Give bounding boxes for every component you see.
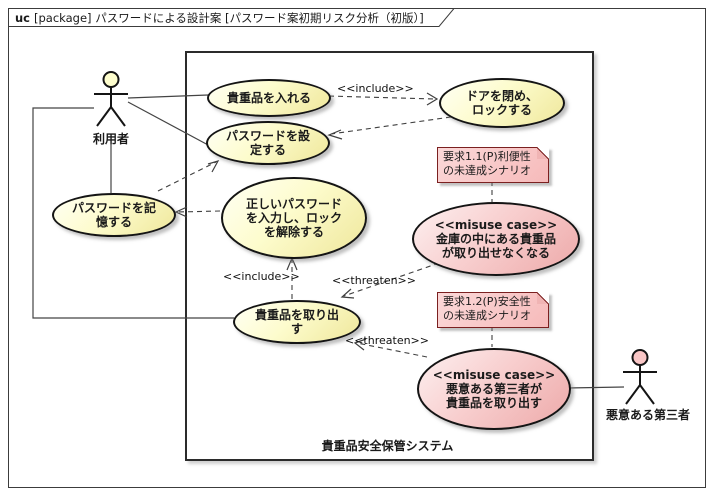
usecase-store-valuables: 貴重品を入れる <box>207 79 331 117</box>
note-safety-scenario: 要求1.2(P)安全性 の未達成シナリオ <box>437 292 549 328</box>
dep-store-closelock <box>328 95 435 100</box>
usecase-set-password: パスワードを設 定する <box>206 121 330 165</box>
diagram-keyword: uc <box>15 11 31 25</box>
usecase-memorize-password: パスワードを記 憶する <box>52 193 176 237</box>
assoc-user-setpassword <box>127 101 211 147</box>
edge-label-threaten-2: <<threaten>> <box>345 334 429 347</box>
dep-cannottakeout-takeout <box>343 262 440 297</box>
actor-user-icon <box>94 71 128 127</box>
arrowhead <box>327 129 343 140</box>
actor-user-label: 利用者 <box>92 132 129 146</box>
assoc-user-takeout <box>32 107 234 319</box>
note-text: 要求1.1(P)利便性 の未達成シナリオ <box>443 150 531 178</box>
misusecase-third-party-theft: <<misuse case>>悪意ある第三者が 貴重品を取り出す <box>417 348 571 430</box>
misusecase-label: 金庫の中にある貴重品 が取り出せなくなる <box>435 231 556 261</box>
dep-theft-takeout <box>356 342 428 358</box>
arrowhead <box>207 160 220 173</box>
dep-enterpassword-memorize <box>177 210 221 213</box>
actor-attacker-label: 悪意ある第三者 <box>605 408 690 422</box>
arrowhead <box>340 288 355 299</box>
system-boundary-label: 貴重品安全保管システム <box>321 439 454 453</box>
note-text: 要求1.2(P)安全性 の未達成シナリオ <box>443 295 531 323</box>
misusecase-text: <<misuse case>>金庫の中にある貴重品 が取り出せなくなる <box>435 218 557 260</box>
misusecase-stereotype: <<misuse case>> <box>432 367 556 382</box>
usecase-label: パスワードを設 定する <box>225 128 310 157</box>
note-usability-scenario: 要求1.1(P)利便性 の未達成シナリオ <box>437 147 549 183</box>
title-tab-shape <box>8 8 456 27</box>
assoc-theft-attacker <box>566 386 625 389</box>
usecase-label: ドアを閉め、 ロックする <box>465 88 538 117</box>
misusecase-text: <<misuse case>>悪意ある第三者が 貴重品を取り出す <box>433 368 555 410</box>
usecase-close-lock-door: ドアを閉め、 ロックする <box>439 78 565 128</box>
misusecase-label: 悪意ある第三者が 貴重品を取り出す <box>445 381 542 411</box>
usecase-label: 貴重品を取り出 す <box>254 307 339 336</box>
dep-closelock-setpassword <box>330 116 452 135</box>
actor-attacker-icon <box>623 349 657 405</box>
arrowhead <box>426 92 439 106</box>
assoc-user-store <box>127 94 209 99</box>
diagram-title: uc[package] パスワードによる設計案 [パスワード案初期リスク分析（初… <box>15 10 424 26</box>
misusecase-cannot-take-out: <<misuse case>>金庫の中にある貴重品 が取り出せなくなる <box>412 202 580 276</box>
edge-label-include-2: <<include>> <box>223 270 300 283</box>
usecase-enter-password-unlock: 正しいパスワード を入力し、ロック を解除する <box>221 177 367 259</box>
usecase-label: 正しいパスワード を入力し、ロック を解除する <box>245 196 342 240</box>
usecase-take-out-valuables: 貴重品を取り出 す <box>233 300 361 344</box>
diagram-title-text: [package] パスワードによる設計案 [パスワード案初期リスク分析（初版）… <box>34 11 424 25</box>
misusecase-stereotype: <<misuse case>> <box>434 217 558 232</box>
usecase-label: 貴重品を入れる <box>226 90 311 105</box>
edge-label-include-1: <<include>> <box>337 82 414 95</box>
arrowhead <box>174 206 188 218</box>
arrowhead <box>353 338 367 351</box>
dep-memorize-setpassword <box>157 161 217 192</box>
usecase-label: パスワードを記 憶する <box>71 200 156 229</box>
edge-label-threaten-1: <<threaten>> <box>332 274 416 287</box>
